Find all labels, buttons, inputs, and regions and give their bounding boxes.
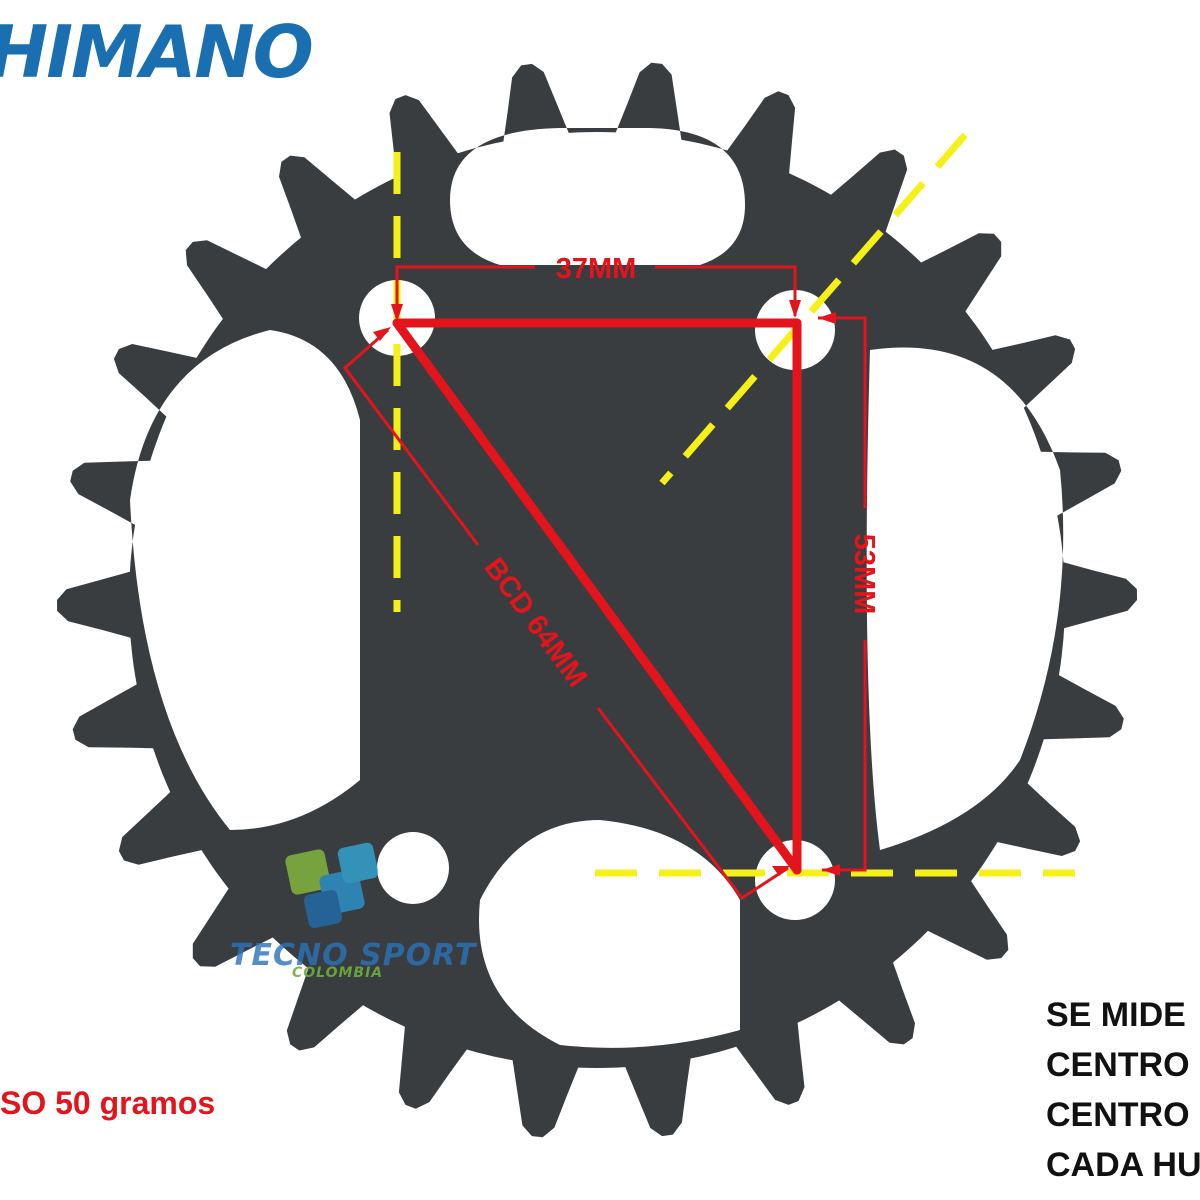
weight-text: SO 50 gramos — [0, 1085, 216, 1121]
bcd-triangle — [392, 318, 802, 875]
watermark-title: TECNO SPORT — [230, 938, 477, 973]
diagonal-guide-line — [659, 132, 968, 486]
arrow-icon — [789, 300, 801, 318]
watermark-logo-icon — [285, 842, 379, 929]
dim-37-line — [395, 265, 535, 318]
dim-bcd-line-lower — [596, 707, 789, 901]
arrow-icon — [818, 312, 836, 324]
triangle-diagonal-edge — [392, 318, 802, 875]
guide-lines — [393, 132, 1075, 877]
note-line: CADA HU — [1046, 1146, 1200, 1184]
dim-37-label: 37MM — [556, 253, 637, 285]
dim-53-label: 53MM — [848, 534, 880, 615]
note-line: CENTRO — [1046, 1046, 1190, 1084]
arrow-icon — [822, 864, 840, 876]
note-line: CENTRO — [1046, 1096, 1190, 1134]
arrow-icon — [772, 866, 790, 876]
arrow-icon — [391, 304, 403, 322]
measure-note: SE MIDE CENTRO CENTRO CADA HU — [1046, 990, 1200, 1190]
arrow-icon — [373, 327, 391, 341]
note-line: SE MIDE — [1046, 996, 1186, 1034]
shimano-logo: HIMANO — [0, 10, 314, 94]
watermark-subtitle: COLOMBIA — [292, 965, 384, 981]
dimension-arrows — [373, 300, 840, 876]
dim-37-line-right — [655, 265, 797, 316]
dim-bcd-line — [342, 328, 480, 546]
